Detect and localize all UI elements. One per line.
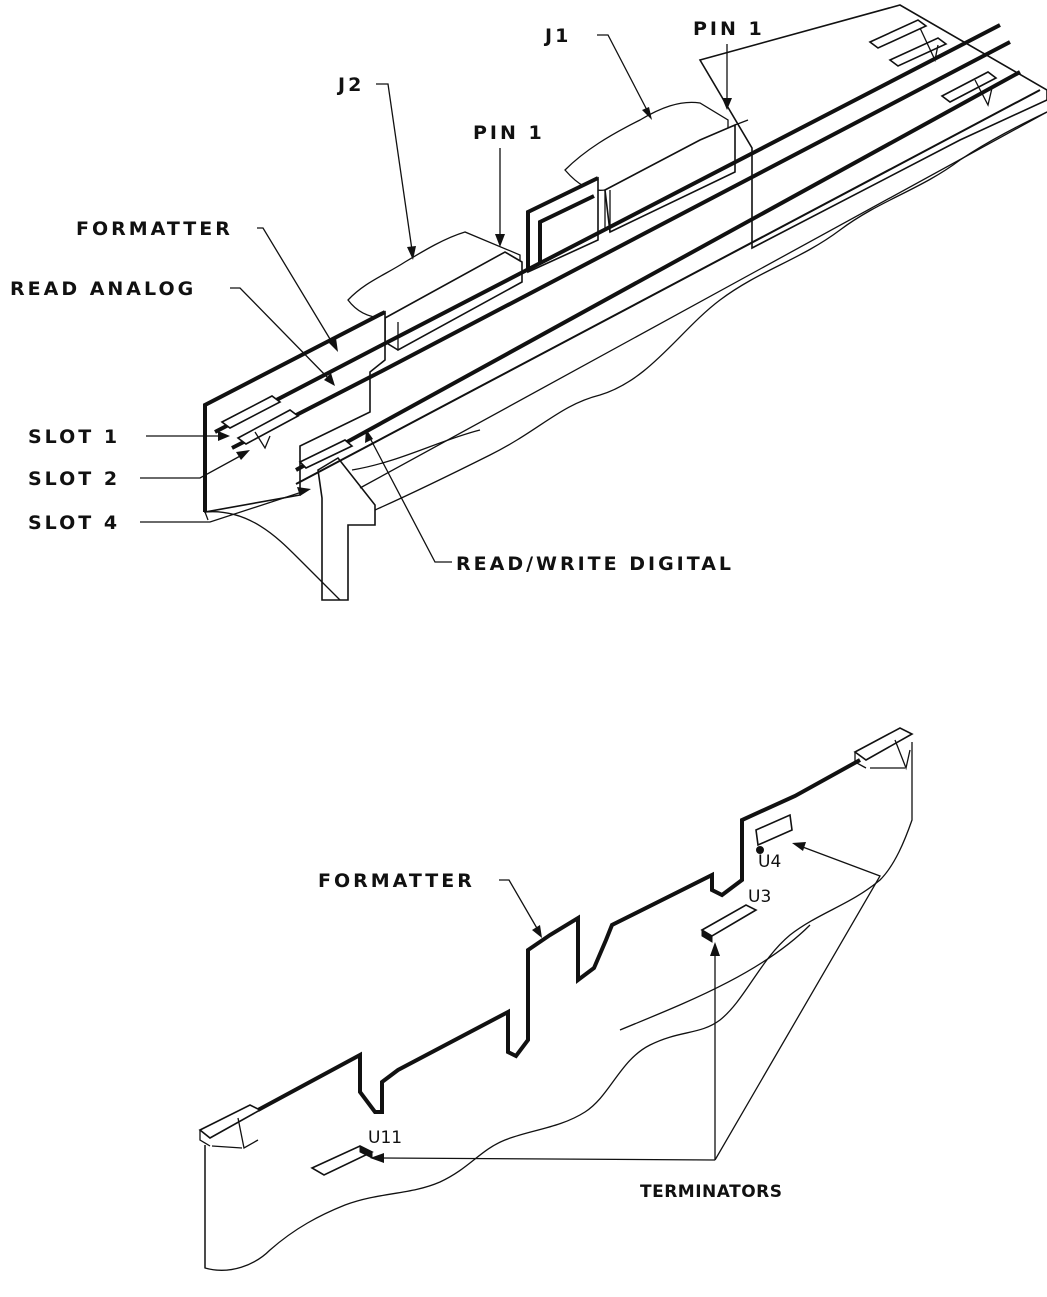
label-formatter-top: FORMATTER (76, 218, 233, 240)
cage-left-wall (204, 310, 386, 513)
cable-j2 (347, 231, 521, 351)
card-cage-assembly: J1 PIN 1 J2 PIN 1 FORMATTER READ ANALOG … (10, 4, 1047, 601)
label-u4: U4 (758, 852, 781, 872)
terminator-u4 (755, 813, 793, 847)
terminator-u3 (700, 904, 758, 937)
label-slot4: SLOT 4 (28, 512, 120, 534)
label-read-analog: READ ANALOG (10, 278, 196, 300)
board-top-edge (257, 758, 861, 1114)
label-read-write-digital: READ/WRITE DIGITAL (456, 553, 734, 575)
cage-right-wall (698, 4, 1047, 250)
connector-j1 (604, 123, 736, 234)
slot-clips (220, 19, 998, 469)
front-bracket (317, 456, 376, 601)
label-j1: J1 (543, 25, 571, 47)
label-slot1: SLOT 1 (28, 426, 120, 448)
label-u3: U3 (748, 887, 771, 907)
board-right-guide (853, 727, 914, 761)
rail-read-write-digital (295, 70, 1021, 472)
label-terminators: TERMINATORS (640, 1182, 783, 1202)
label-slot2: SLOT 2 (28, 468, 120, 490)
board-left-guide (198, 1104, 262, 1139)
board-outline (204, 742, 913, 1271)
rail-read-analog (231, 40, 1011, 450)
label-pin1-right: PIN 1 (693, 18, 765, 40)
cage-lower-outline (204, 111, 1047, 601)
label-formatter-bottom: FORMATTER (318, 870, 475, 892)
formatter-board-assembly: U11 U3 U4 FORMATTER TERMINATORS (198, 727, 914, 1271)
label-u11: U11 (368, 1128, 402, 1148)
rail-formatter (214, 23, 1001, 434)
label-pin1-left: PIN 1 (473, 122, 545, 144)
label-j2: J2 (336, 74, 364, 96)
top-leaders (140, 34, 732, 563)
bottom-leaders (370, 842, 881, 1163)
